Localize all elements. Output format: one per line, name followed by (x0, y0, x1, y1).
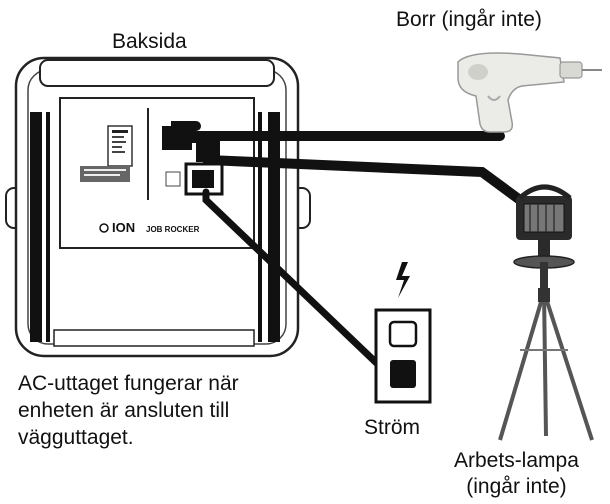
ac-note-line-1: AC-uttaget fungerar när (18, 372, 239, 395)
right-rail-thin (258, 112, 262, 342)
back-side-label: Baksida (112, 30, 187, 53)
work-lamp-label: Arbets-lampa (ingår inte) (454, 448, 579, 500)
work-lamp (498, 184, 594, 441)
speaker-unit: ION JOB ROCKER (5, 56, 311, 358)
wall-outlet (374, 262, 432, 404)
drill-chuck (559, 61, 583, 79)
ac-note-line-2: enheten är ansluten till (18, 399, 230, 422)
tripod-leg-left (498, 291, 546, 441)
cables (171, 121, 525, 378)
drill-label: Borr (ingår inte) (396, 8, 542, 31)
drill (457, 52, 602, 133)
ac-note-line-3: vägguttaget. (18, 426, 134, 449)
top-handle (39, 59, 275, 87)
tripod-leg-center (542, 291, 548, 437)
outlet-socket-top (388, 320, 418, 348)
power-label: Ström (364, 416, 421, 439)
tripod-leg-right (542, 291, 594, 441)
ac-outlet-note: AC-uttaget fungerar när enheten är anslu… (18, 370, 239, 451)
device-model: JOB ROCKER (146, 225, 200, 234)
left-rail (30, 112, 42, 342)
left-rail-thin (46, 112, 50, 342)
cable-to-lamp (203, 147, 525, 205)
right-rail (268, 112, 280, 342)
work-lamp-label-line-1: Arbets-lampa (454, 449, 579, 472)
work-lamp-label-line-2: (ingår inte) (466, 475, 567, 498)
outlet-socket-bottom (390, 360, 416, 388)
brand-logo-icon (99, 223, 109, 233)
bottom-foot (53, 329, 255, 347)
lamp-handle (518, 184, 572, 200)
device-brand: ION (112, 220, 135, 235)
lightning-bolt-icon (396, 262, 410, 298)
